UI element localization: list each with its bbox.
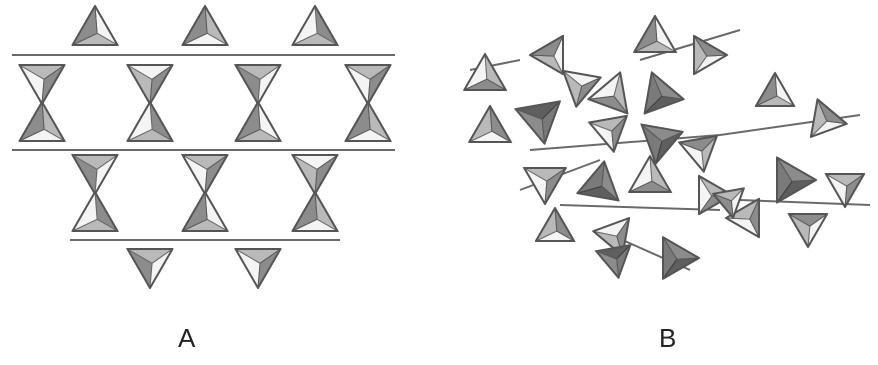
tetrahedron-b	[663, 237, 699, 279]
tetrahedron-a	[236, 249, 281, 288]
tetrahedron-a	[293, 155, 338, 194]
tetrahedron-a	[183, 192, 228, 231]
tetrahedron-b	[536, 208, 574, 241]
ring-edge-b	[560, 205, 720, 210]
tetrahedron-a	[236, 65, 281, 104]
tetrahedron-b	[645, 72, 684, 113]
tetrahedron-b	[577, 161, 618, 200]
tetrahedron-a	[293, 192, 338, 231]
panel-a-label: A	[178, 325, 195, 351]
tetrahedron-a	[183, 155, 228, 194]
tetrahedron-a	[128, 102, 173, 141]
tetrahedron-b	[516, 101, 560, 143]
panel-b-label: B	[659, 325, 676, 351]
tetrahedron-a	[183, 6, 228, 45]
tetrahedron-b	[530, 36, 563, 74]
tetrahedron-a	[73, 155, 118, 194]
tetrahedron-b	[777, 158, 816, 203]
tetrahedron-b	[789, 214, 827, 247]
tetrahedron-a	[346, 65, 391, 104]
tetrahedron-b	[756, 73, 794, 106]
tetrahedron-a	[346, 102, 391, 141]
tetrahedron-b	[469, 106, 511, 142]
panel-b-disordered-network	[464, 16, 870, 279]
tetrahedron-b	[694, 36, 727, 74]
tetrahedron-a	[293, 6, 338, 45]
tetrahedron-b	[679, 136, 717, 172]
tetrahedron-b	[596, 245, 630, 278]
tetrahedron-a	[236, 102, 281, 141]
tetrahedron-b	[642, 125, 683, 164]
tetrahedron-a	[128, 65, 173, 104]
tetrahedron-a	[20, 102, 65, 141]
tetrahedron-a	[73, 192, 118, 231]
tetrahedron-b	[811, 99, 847, 137]
tetrahedron-a	[128, 249, 173, 288]
tetrahedron-b	[629, 156, 671, 192]
tetrahedron-a	[20, 65, 65, 104]
panel-a-ring-network	[12, 6, 395, 288]
tetrahedron-a	[73, 6, 118, 45]
tetrahedron-b	[464, 54, 506, 90]
tetrahedron-b	[589, 116, 627, 152]
tetrahedron-b	[634, 16, 676, 52]
tetrahedron-b	[826, 174, 864, 207]
